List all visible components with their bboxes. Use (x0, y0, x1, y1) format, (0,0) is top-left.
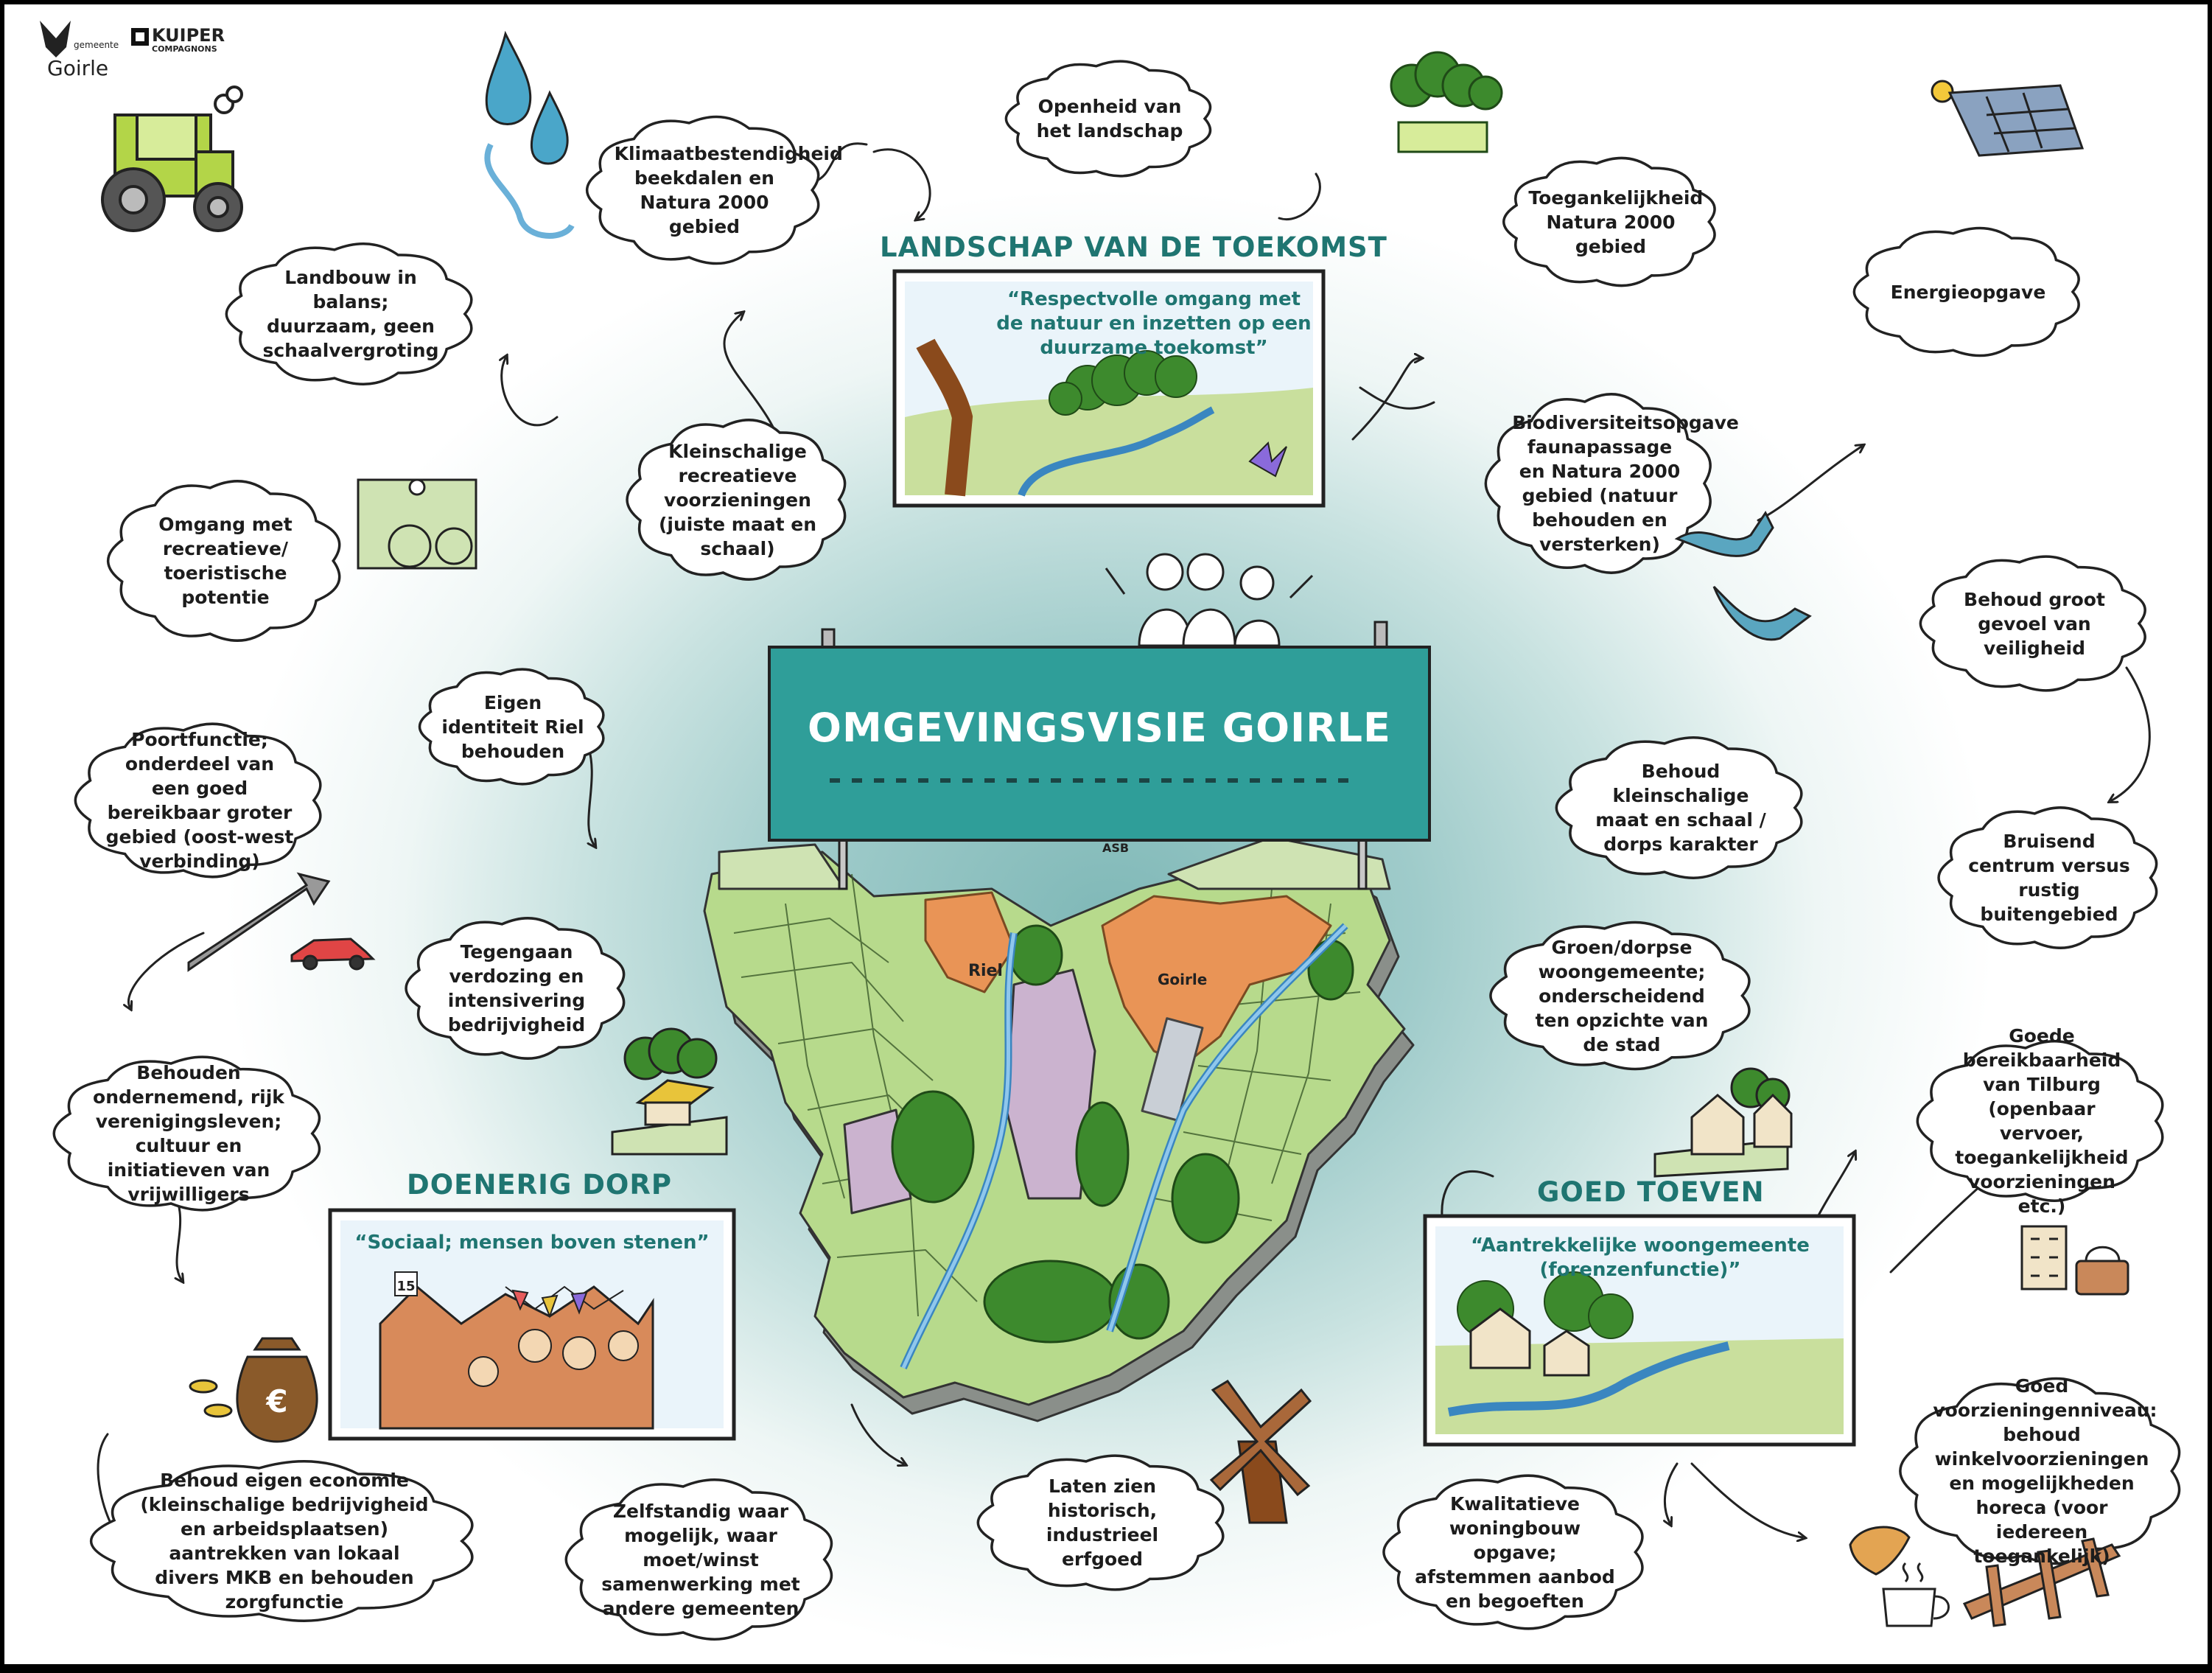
cloud-klimaat (586, 115, 820, 265)
cloud-groen-wonen (1489, 921, 1751, 1071)
farm-house-icon (611, 1027, 728, 1156)
cloud-poortfunctie (74, 722, 322, 879)
asb-label: ASB (1102, 841, 1129, 855)
cloud-veiligheid (1919, 555, 2146, 692)
cloud-text-openheid: Openheid van het landschap (1036, 96, 1183, 142)
cloud-toegankelijkheid (1502, 156, 1716, 287)
section-title-goed-toeven: GOED TOEVEN (1537, 1176, 1765, 1208)
butterfly-icon (1248, 441, 1287, 478)
cloud-kleinschalige-recreatie (626, 419, 847, 581)
section-title-doenerig: DOENERIG DORP (407, 1169, 672, 1201)
cloud-text-toegankelijkheid: Toegankelijkheid Natura 2000 gebied (1528, 186, 1704, 257)
cloud-text-landbouw: Landbouw in balans; duurzaam, geen schaa… (262, 267, 439, 361)
apartment-icon (2020, 1225, 2068, 1290)
main-sign-title: OMGEVINGSVISIE GOIRLE (808, 705, 1391, 751)
bag-icon (2075, 1246, 2129, 1296)
cloud-text-economie: Behoud eigen economie (kleinschalige bed… (140, 1470, 429, 1613)
cloud-text-klimaat: Klimaatbestendigheid beekdalen en Natura… (614, 143, 843, 237)
quote-goed-toeven: “Aantrekkelijke woongemeente (forenzenfu… (1471, 1234, 1810, 1281)
thought-clouds (52, 60, 2181, 1641)
cloud-text-dorps-karakter: Behoud kleinschalige maat en schaal / do… (1595, 761, 1766, 855)
frame-goed-toeven (1423, 1214, 1856, 1447)
cloud-text-erfgoed: Laten zien historisch, industrieel erfgo… (1046, 1475, 1159, 1570)
cloud-woningbouw (1382, 1474, 1644, 1630)
cloud-zelfstandig (564, 1478, 833, 1641)
cloud-bereikbaarheid (1916, 1040, 2164, 1202)
croissant-icon (1849, 1526, 1911, 1576)
houses-icon (1653, 1067, 1793, 1178)
tractor-icon (101, 85, 243, 232)
cloud-bruisend (1937, 806, 2158, 949)
cloud-energie (1852, 226, 2080, 357)
cloud-text-recreatie-potentie: Omgang met recreatieve/ toeristische pot… (158, 514, 293, 608)
cloud-biodiversiteit (1484, 393, 1712, 574)
cloud-text-riel-identiteit: Eigen identiteit Riel behouden (441, 691, 584, 762)
frame-doenerig: 15 (328, 1208, 736, 1441)
cloud-text-bereikbaarheid: Goede bereikbaarheid van Tilburg (openba… (1955, 1025, 2129, 1217)
bird-icon (1674, 511, 1812, 641)
municipality-map (703, 836, 1415, 1422)
cloud-recreatie-potentie (106, 480, 341, 642)
solar-panel-icon (1931, 80, 2085, 157)
water-drop-icon (484, 30, 575, 239)
street-map-icon (1962, 1537, 2121, 1627)
cloud-text-voorzieningenniveau: Goed voorzieningenniveau: behoud winkelv… (1933, 1375, 2157, 1567)
cloud-text-biodiversiteit: Biodiversiteitsopgave faunapassage en Na… (1512, 412, 1739, 555)
gemeente-name: Goirle (47, 56, 109, 80)
windmill-icon (1209, 1380, 1312, 1524)
cloud-openheid (1004, 60, 1212, 178)
trees-icon (1390, 51, 1503, 153)
cloud-text-kleinschalige-recreatie: Kleinschalige recreatieve voorzieningen … (658, 440, 817, 559)
cloud-text-woningbouw: Kwalitatieve woningbouw opgave; afstemme… (1415, 1492, 1615, 1612)
cloud-text-veiligheid: Behoud groot gevoel van veiligheid (1964, 588, 2105, 659)
calendar-day: 15 (396, 1279, 415, 1294)
cloud-economie (90, 1460, 474, 1622)
cloud-text-verenigingsleven: Behouden ondernemend, rijk verenigingsle… (93, 1062, 284, 1205)
gemeente-goirle-logo (40, 21, 71, 57)
gemeente-label: gemeente (74, 40, 119, 50)
frame-landschap (892, 269, 1326, 508)
quote-landschap: “Respectvolle omgang met de natuur en in… (996, 288, 1312, 359)
cloud-verdozing (405, 917, 626, 1060)
people-icon (1105, 553, 1314, 647)
cloud-text-poortfunctie: Poortfunctie; onderdeel van een goed ber… (105, 729, 294, 872)
cloud-riel-identiteit (418, 668, 605, 786)
cloud-text-zelfstandig: Zelfstandig waar mogelijk, waar moet/win… (601, 1500, 800, 1619)
goirle-label: Goirle (1158, 971, 1207, 988)
money-bag-icon: € (189, 1337, 318, 1443)
kuiper-subtitle: COMPAGNONS (152, 44, 217, 54)
cloud-text-energie: Energieopgave (1890, 281, 2046, 303)
kuiper-compagnons-logo (131, 28, 149, 46)
cloud-landbouw (225, 242, 473, 385)
cyclist-icon (357, 478, 477, 570)
cloud-text-groen-wonen: Groen/dorpse woongemeente; onderscheiden… (1535, 936, 1709, 1055)
quote-doenerig: “Sociaal; mensen boven stenen” (354, 1232, 710, 1254)
infographic-page: Riel Goirle ASB 15 (4, 4, 2208, 1664)
road-arrow-icon (187, 872, 331, 972)
cloud-verenigingsleven (52, 1055, 321, 1212)
cloud-text-verdozing: Tegengaan verdozing en intensivering bed… (447, 941, 586, 1035)
cloud-erfgoed (976, 1454, 1225, 1591)
coffee-cup-icon (1882, 1562, 1950, 1627)
svg-text:€: € (265, 1383, 287, 1419)
illustration-canvas: Riel Goirle ASB 15 (40, 21, 2181, 1641)
kuiper-title: KUIPER (152, 25, 225, 46)
main-sign-board (768, 646, 1431, 842)
section-title-landschap: LANDSCHAP VAN DE TOEKOMST (880, 231, 1387, 263)
car-icon (290, 937, 376, 971)
cloud-dorps-karakter (1555, 736, 1803, 879)
cloud-text-bruisend: Bruisend centrum versus rustig buitengeb… (1968, 831, 2130, 925)
riel-label: Riel (968, 962, 1003, 980)
